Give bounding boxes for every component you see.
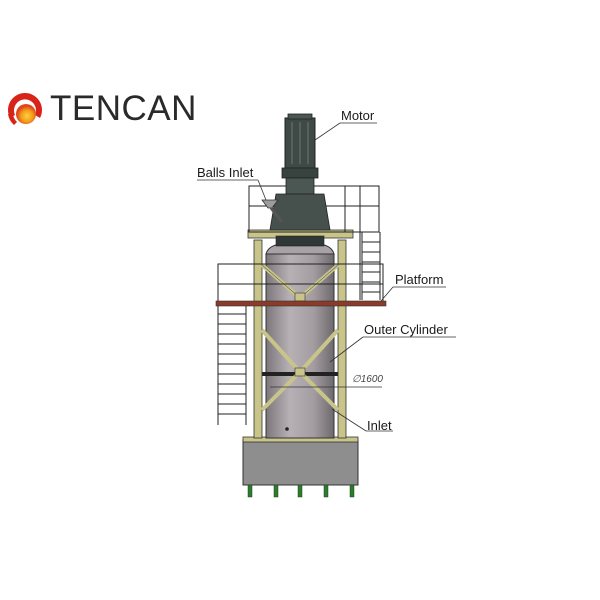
brand-name: TENCAN [50, 89, 197, 128]
label-motor: Motor [341, 108, 375, 123]
motor [269, 113, 331, 247]
foundation [242, 436, 359, 498]
label-platform: Platform [395, 272, 444, 287]
label-inlet: Inlet [367, 418, 392, 433]
leader-lines [197, 122, 456, 432]
platform-beam [215, 300, 387, 307]
logo-swirl-icon [4, 88, 46, 130]
label-diameter: ∅1600 [352, 374, 383, 385]
ladder-left [217, 306, 247, 425]
label-outer-cylinder: Outer Cylinder [364, 322, 448, 337]
ladder-right [361, 232, 381, 300]
balls-inlet-hopper [261, 199, 284, 223]
tencan-logo: TENCAN [4, 86, 197, 132]
label-balls-inlet: Balls Inlet [197, 165, 254, 180]
